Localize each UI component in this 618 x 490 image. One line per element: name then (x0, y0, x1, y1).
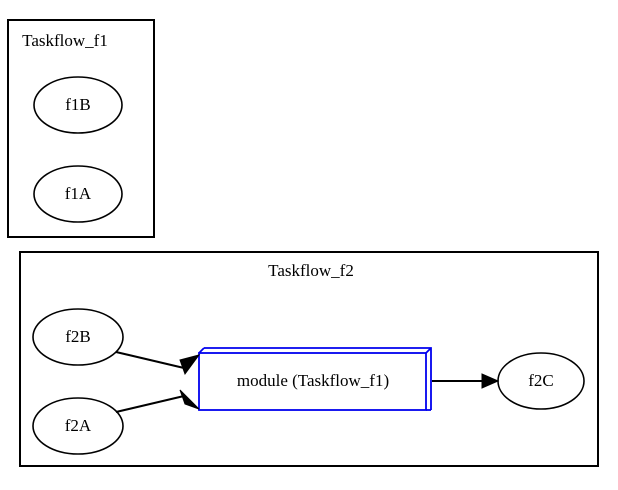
node-module-box3d[interactable]: module (Taskflow_f1) (198, 347, 432, 411)
cluster-f1-title: Taskflow_f1 (22, 31, 108, 50)
node-f2a[interactable]: f2A (32, 397, 124, 455)
node-f1a-ellipse[interactable] (33, 165, 123, 223)
node-f2a-ellipse[interactable] (32, 397, 124, 455)
edge-f2a-to-module (115, 389, 200, 413)
node-f1a-label: f1A (65, 184, 92, 203)
node-f1b-label: f1B (65, 95, 91, 114)
node-f1a[interactable]: f1A (33, 165, 123, 223)
cluster-taskflow-f1: Taskflow_f1 f1B f1A (7, 19, 155, 238)
cluster-f2-title: Taskflow_f2 (268, 261, 354, 280)
node-f2b[interactable]: f2B (32, 308, 124, 366)
edge-f2a-to-module-arrowhead (179, 389, 200, 410)
cluster-taskflow-f2: Taskflow_f2 f2B f2A f2C (19, 251, 599, 467)
cluster-f2-border (19, 251, 599, 467)
edge-f2b-to-module-line (115, 351, 185, 369)
node-f2b-ellipse[interactable] (32, 308, 124, 366)
module-box3d-front-face[interactable] (198, 352, 427, 411)
edge-module-to-f2c (432, 373, 500, 389)
edge-f2b-to-module (115, 351, 201, 376)
edge-module-to-f2c-arrowhead (481, 373, 500, 389)
node-f2a-label: f2A (65, 416, 92, 435)
cluster-f1-border (7, 19, 155, 238)
module-box3d-label: module (Taskflow_f1) (237, 371, 389, 390)
node-f1b[interactable]: f1B (33, 76, 123, 134)
node-f2b-label: f2B (65, 327, 91, 346)
edge-f2a-to-module-line (115, 395, 185, 413)
node-f2c-label: f2C (528, 371, 554, 390)
node-f1b-ellipse[interactable] (33, 76, 123, 134)
node-f2c[interactable]: f2C (497, 352, 585, 410)
edge-f2b-to-module-arrowhead (179, 354, 201, 376)
